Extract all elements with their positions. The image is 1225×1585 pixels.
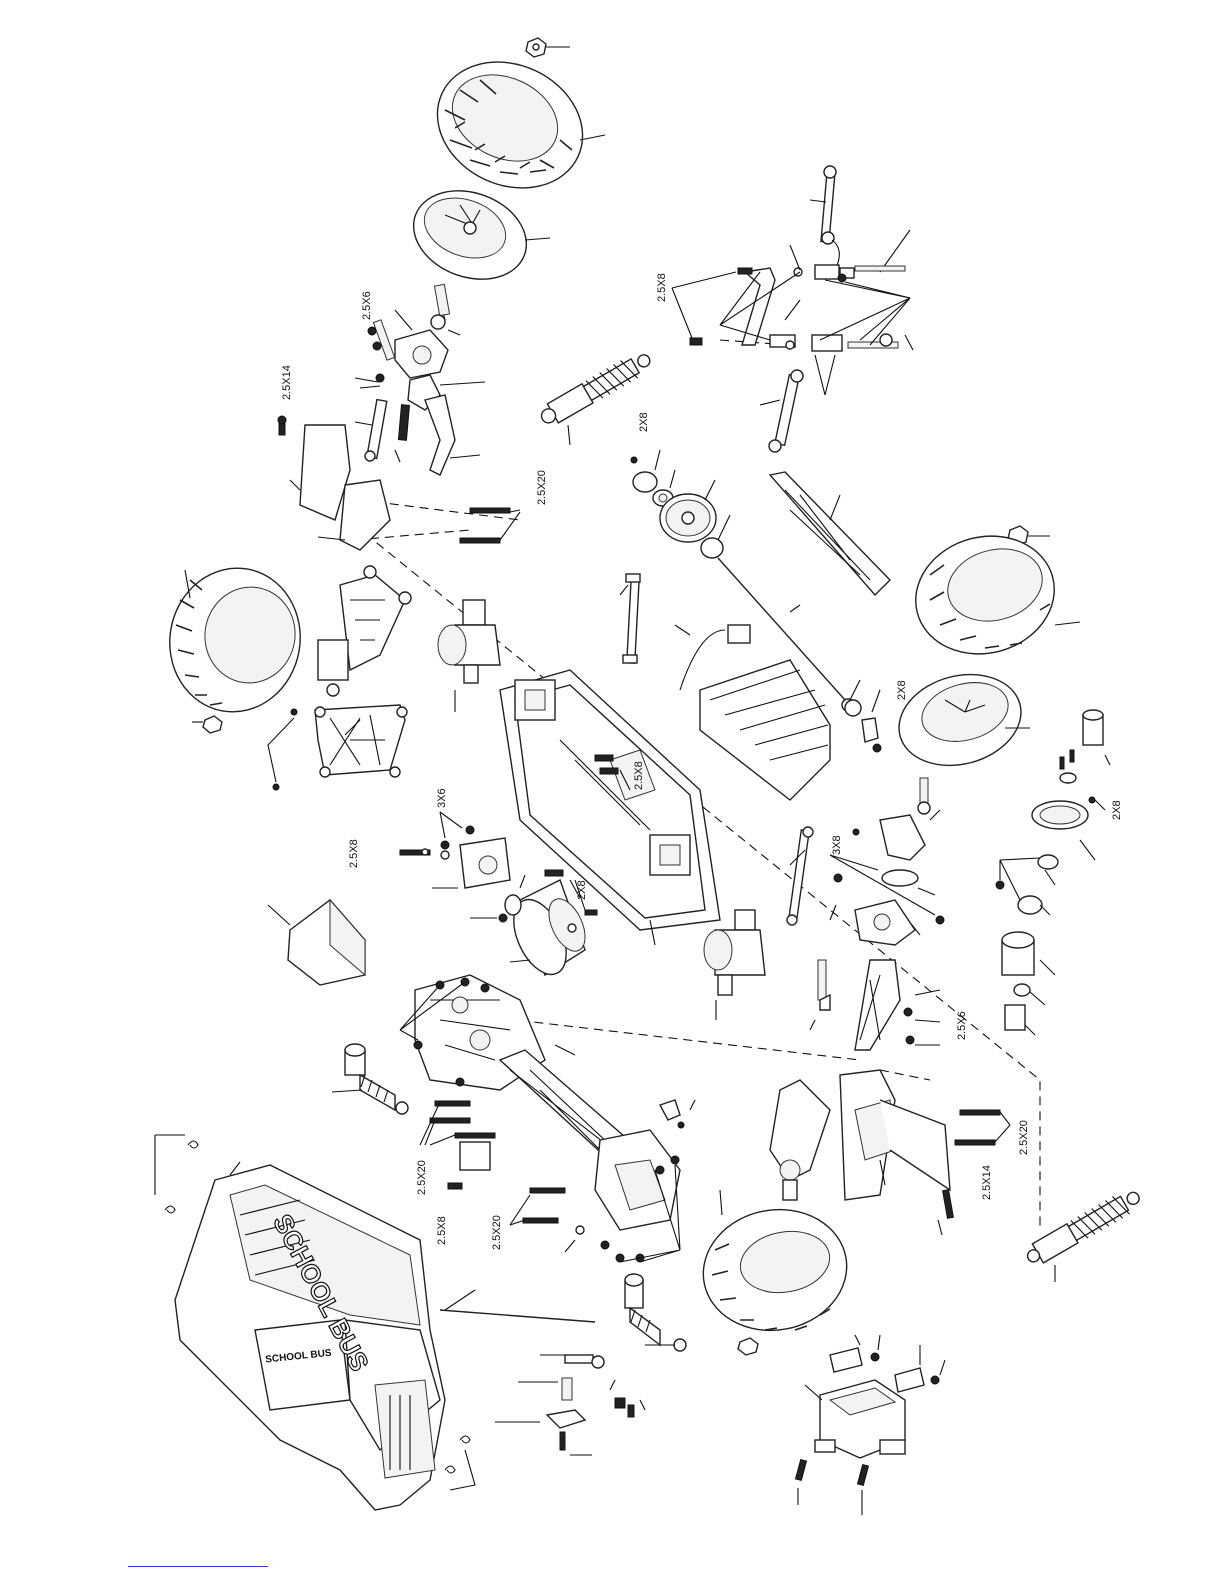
size-label-2-5x20-a: 2.5X20: [536, 470, 548, 505]
size-label-2x8-d: 2X8: [576, 880, 588, 900]
footer-link-underline[interactable]: [128, 1566, 268, 1567]
rear-lower-arm-right: [810, 960, 940, 1050]
steering-linkage: [672, 166, 913, 452]
size-label-2x8-b: 2X8: [896, 680, 908, 700]
size-label-2x8-a: 2X8: [638, 412, 650, 432]
size-label-2x8-c: 2X8: [1111, 800, 1123, 820]
size-label-2-5x6-a: 2.5X6: [361, 291, 373, 320]
size-label-3x8: 3X8: [831, 835, 843, 855]
servo: [796, 1335, 945, 1515]
chassis-brace: [770, 472, 890, 595]
rear-axle-stack: [996, 710, 1110, 1035]
front-a-arm: [268, 705, 407, 790]
wheel-rim-right: [889, 661, 1032, 778]
kingpin-screw-left: [278, 416, 286, 435]
size-label-2-5x6-b: 2.5X6: [956, 1011, 968, 1040]
size-label-2-5x14-b: 2.5X14: [981, 1165, 993, 1200]
size-label-2-5x8-c: 2.5X8: [348, 839, 360, 868]
rear-suspension-right: [720, 1070, 1010, 1235]
rear-dogbone-right: [787, 827, 813, 925]
shock-absorber-right: [1022, 1185, 1144, 1282]
front-suspension-left: [318, 566, 411, 696]
rear-pinion-gears: [845, 680, 881, 752]
receiver-box: [268, 900, 365, 985]
wheel-rim-top: [401, 176, 550, 295]
battery-pack: [675, 625, 830, 800]
size-label-2-5x8-d: 2.5X8: [436, 1216, 448, 1245]
size-label-2-5x20-d: 2.5X20: [491, 1215, 503, 1250]
school-bus-body: SCHOOL BUS SCHOOL BUS: [175, 1162, 445, 1510]
size-label-2-5x14-a: 2.5X14: [281, 365, 293, 400]
rear-hub-right: [830, 778, 944, 945]
size-label-2-5x8-a: 2.5X8: [656, 273, 668, 302]
tire-front-left: [158, 558, 311, 722]
motor-mount: [400, 812, 510, 888]
front-hub-assembly-left: [355, 284, 485, 475]
transmission-gears: [631, 450, 730, 558]
front-differential: [438, 600, 500, 712]
size-label-2-5x8-b: 2.5X8: [633, 761, 645, 790]
center-dogbone: [620, 574, 640, 663]
servo-saver-parts: [495, 1355, 645, 1455]
rear-differential: [704, 910, 765, 1020]
small-nut-left: [192, 716, 222, 733]
tire-rear-bottom: [694, 1198, 857, 1355]
tire-top: [417, 39, 605, 211]
size-label-3x6: 3X6: [436, 788, 448, 808]
shock-absorber-rear-center: [625, 1274, 686, 1351]
size-label-2-5x20-b: 2.5X20: [1018, 1120, 1030, 1155]
body-pin-rod: [440, 1290, 595, 1322]
shock-absorber-left: [332, 1044, 408, 1114]
tire-right: [902, 521, 1080, 669]
wheel-nut-top: [526, 38, 570, 57]
rear-chassis-screws: [420, 1101, 565, 1225]
size-label-2-5x20-c: 2.5X20: [416, 1160, 428, 1195]
